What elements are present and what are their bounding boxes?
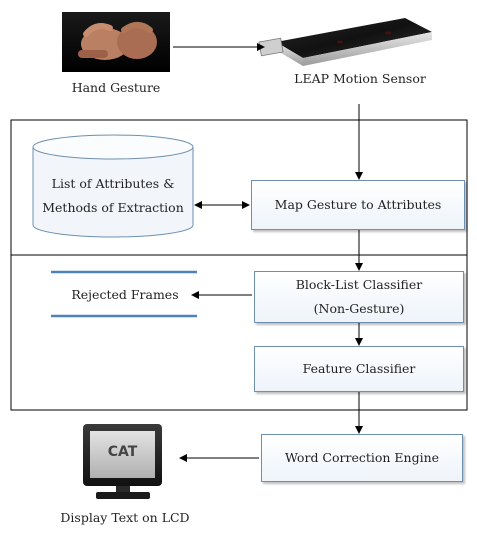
block-list-line-1: Block-List Classifier <box>295 277 423 293</box>
monitor-screen-text: CAT <box>107 444 138 460</box>
hand-gesture-label: Hand Gesture <box>71 80 161 95</box>
section-frame-classification <box>10 254 468 411</box>
hand-gesture-image <box>62 12 170 72</box>
word-correction-label: Word Correction Engine <box>284 450 440 466</box>
map-gesture-box: Map Gesture to Attributes <box>251 180 465 230</box>
attributes-datastore-shape <box>32 134 194 238</box>
block-list-line-2: (Non-Gesture) <box>313 301 405 316</box>
rejected-frames-label: Rejected Frames <box>71 287 179 302</box>
leap-sensor-label: LEAP Motion Sensor <box>294 71 426 86</box>
leap-sensor-image <box>258 18 432 66</box>
display-text-label: Display Text on LCD <box>60 510 190 525</box>
word-correction-box: Word Correction Engine <box>261 434 463 482</box>
attributes-datastore-label: List of Attributes & Methods of Extracti… <box>33 172 193 220</box>
block-list-classifier-box: Block-List Classifier (Non-Gesture) <box>254 271 464 323</box>
attributes-datastore-line-1: List of Attributes & <box>51 176 175 191</box>
lcd-monitor-icon <box>83 424 162 499</box>
attributes-datastore-line-2: Methods of Extraction <box>42 199 184 215</box>
feature-classifier-label: Feature Classifier <box>302 361 416 377</box>
feature-classifier-box: Feature Classifier <box>254 346 464 392</box>
map-gesture-label: Map Gesture to Attributes <box>274 197 442 213</box>
